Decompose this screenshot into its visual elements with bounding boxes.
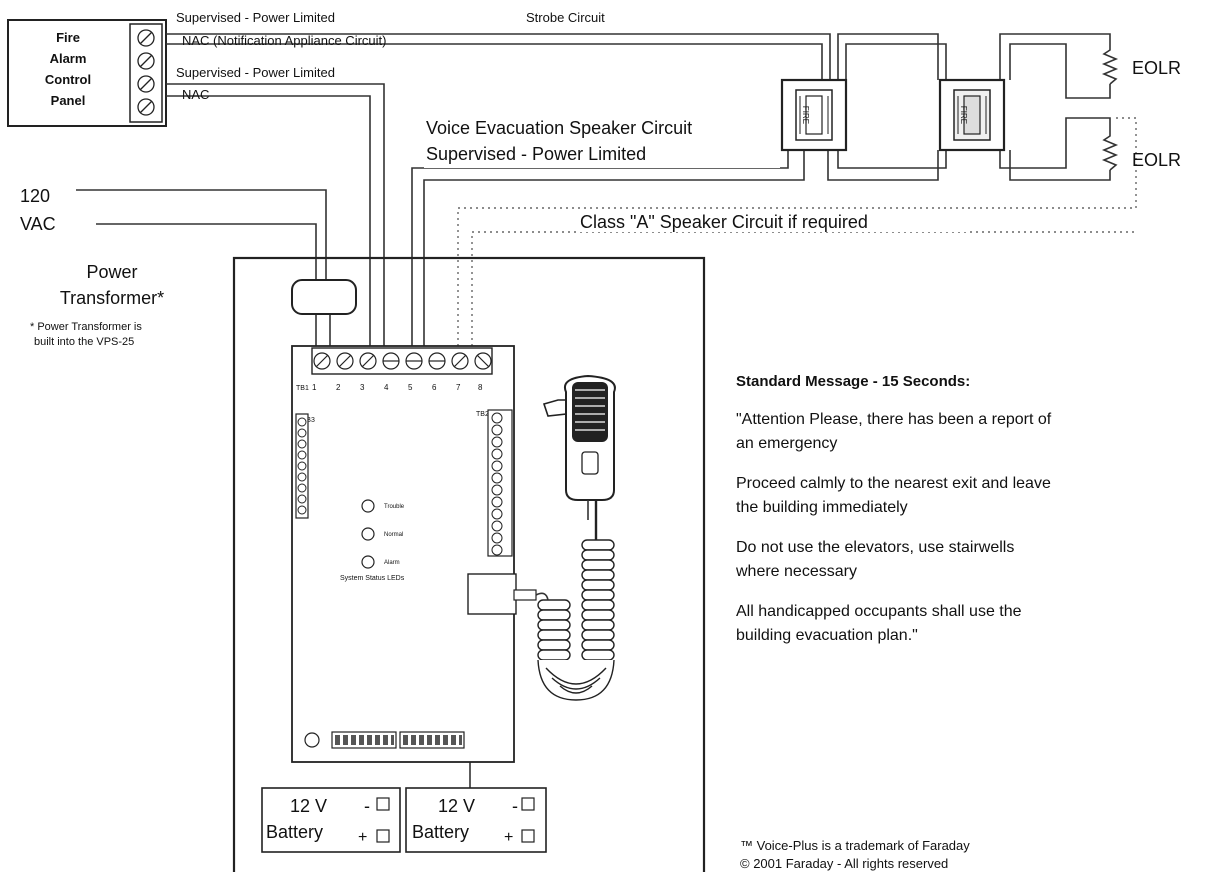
facp-terminal-screws — [137, 29, 155, 116]
vps-enclosure — [232, 256, 706, 872]
battery-2-negative-terminal — [521, 797, 535, 811]
terminal-number-3: 3 — [360, 383, 365, 392]
terminal-number-2: 2 — [336, 383, 341, 392]
battery-1: 12 V - Battery + — [261, 787, 401, 853]
eolr-label-1: EOLR — [1132, 58, 1181, 78]
message-line-1: "Attention Please, there has been a repo… — [736, 411, 1052, 428]
tb2-screws — [491, 412, 503, 556]
message-line-4: the building immediately — [736, 499, 908, 516]
supervised-power-limited-label-2: Supervised - Power Limited — [176, 65, 335, 80]
terminal-number-8: 8 — [478, 383, 483, 392]
supervised-power-limited-label-1: Supervised - Power Limited — [176, 10, 335, 25]
terminal-number-4: 4 — [384, 383, 389, 392]
dip-switch-area — [304, 731, 465, 749]
battery-1-positive-terminal — [376, 829, 390, 843]
voice-evac-label: Voice Evacuation Speaker Circuit — [426, 118, 692, 138]
battery-2: 12 V - Battery + — [405, 787, 547, 853]
vac-label-vac: VAC — [20, 214, 56, 234]
circuit-board: TB1 1 2 3 4 5 6 7 8 TB3 TB2 — [291, 345, 537, 763]
facp-label-line-1: Fire — [56, 30, 80, 45]
voice-label-backdrop — [424, 112, 780, 168]
battery-1-label: Battery — [266, 822, 323, 842]
copyright-note: © 2001 Faraday - All rights reserved — [740, 856, 948, 871]
tb1-label: TB1 — [296, 385, 309, 392]
facp-label-line-2: Alarm — [50, 51, 87, 66]
vac-label-120: 120 — [20, 186, 50, 206]
strobe-speaker-device-2: FIRE — [938, 78, 1006, 152]
battery-1-negative-terminal — [376, 797, 390, 811]
tb2-label: TB2 — [476, 411, 489, 418]
facp-label-line-4: Panel — [51, 93, 86, 108]
message-line-2: an emergency — [736, 435, 837, 452]
tb3-screws — [297, 417, 307, 515]
class-a-label: Class "A" Speaker Circuit if required — [580, 212, 868, 232]
terminal-number-1: 1 — [312, 383, 317, 392]
tb1-screws — [313, 352, 492, 370]
facp-label-line-3: Control — [45, 72, 91, 87]
wires — [76, 33, 1137, 788]
battery-1-minus: - — [364, 796, 370, 816]
battery-2-label: Battery — [412, 822, 469, 842]
battery-2-positive-terminal — [521, 829, 535, 843]
voice-supervised-label: Supervised - Power Limited — [426, 144, 646, 164]
strobe-speaker-device-1: FIRE — [780, 78, 848, 152]
power-transformer — [291, 279, 357, 315]
normal-led — [361, 527, 375, 541]
led-label-trouble: Trouble — [384, 504, 405, 510]
strobe-circuit-label: Strobe Circuit — [526, 10, 605, 25]
alarm-led — [361, 555, 375, 569]
message-line-7: All handicapped occupants shall use the — [736, 603, 1022, 620]
battery-1-voltage: 12 V — [290, 796, 327, 816]
battery-2-voltage: 12 V — [438, 796, 475, 816]
message-line-5: Do not use the elevators, use stairwells — [736, 539, 1014, 556]
eolr-label-2: EOLR — [1132, 150, 1181, 170]
standard-message-block: Standard Message - 15 Seconds: "Attentio… — [735, 373, 1052, 644]
message-line-8: building evacuation plan." — [736, 627, 918, 644]
microphone-grille — [572, 382, 608, 442]
jack-plug — [513, 589, 537, 601]
class-a-label-backdrop — [576, 210, 966, 232]
power-transformer-label-2: Transformer* — [60, 288, 164, 308]
transformer-note-2: built into the VPS-25 — [34, 336, 134, 348]
fire-text-1: FIRE — [801, 106, 810, 124]
message-line-3: Proceed calmly to the nearest exit and l… — [736, 475, 1051, 492]
eolr-resistor-1 — [1101, 46, 1119, 85]
status-leds: Trouble Normal Alarm System Status LEDs — [340, 499, 405, 582]
message-line-6: where necessary — [735, 563, 857, 580]
system-status-leds-caption: System Status LEDs — [340, 575, 405, 582]
terminal-number-5: 5 — [408, 383, 413, 392]
fire-alarm-control-panel: Fire Alarm Control Panel — [7, 19, 167, 127]
trouble-led — [361, 499, 375, 513]
power-transformer-label-1: Power — [86, 262, 137, 282]
battery-1-plus: + — [358, 829, 367, 846]
microphone-jack — [467, 573, 517, 615]
transformer-note-1: * Power Transformer is — [30, 321, 142, 333]
terminal-number-6: 6 — [432, 383, 437, 392]
nac-full-label: NAC (Notification Appliance Circuit) — [182, 33, 386, 48]
trademark-note: ™ Voice-Plus is a trademark of Faraday — [740, 838, 970, 853]
led-label-normal: Normal — [384, 532, 403, 538]
terminal-number-7: 7 — [456, 383, 461, 392]
standard-message-heading: Standard Message - 15 Seconds: — [736, 373, 970, 390]
paging-microphone — [535, 374, 616, 701]
eolr-resistor-2 — [1101, 132, 1119, 171]
push-to-talk-button — [581, 451, 599, 475]
coiled-cord — [537, 539, 615, 701]
battery-2-plus: + — [504, 829, 513, 846]
battery-2-minus: - — [512, 796, 518, 816]
led-label-alarm: Alarm — [384, 560, 400, 566]
fire-text-2: FIRE — [959, 106, 968, 124]
nac-label: NAC — [182, 87, 209, 102]
